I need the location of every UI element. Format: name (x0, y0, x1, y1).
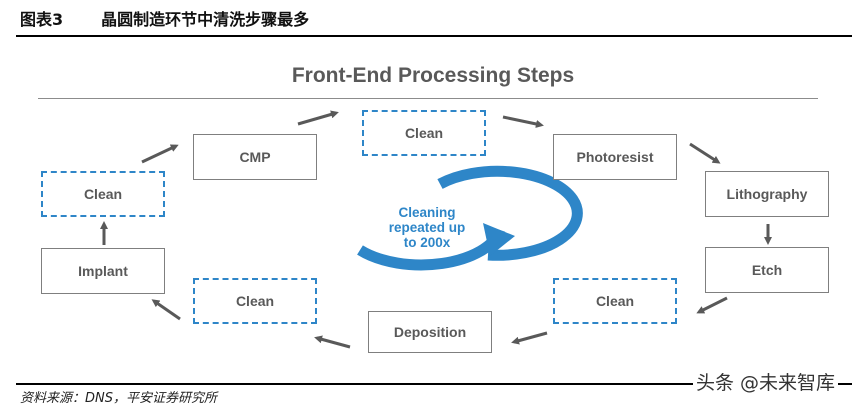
arrow-clean-to-implant (151, 299, 181, 321)
step-photoresist: Photoresist (553, 134, 677, 180)
arrow-clean-to-cmp (141, 144, 179, 164)
step-clean-left: Clean (41, 171, 165, 217)
diagram-title: Front-End Processing Steps (291, 64, 575, 87)
step-clean-top: Clean (362, 110, 486, 156)
arrow-deposition-to-clean (314, 335, 351, 349)
figure-label: 图表3 (20, 10, 64, 29)
arrow-clean-to-deposition (511, 331, 548, 345)
step-deposition: Deposition (368, 311, 492, 353)
step-lithography: Lithography (705, 171, 829, 217)
figure-title-text: 晶圆制造环节中清洗步骤最多 (101, 10, 310, 29)
watermark: 头条 @未来智库 (693, 368, 839, 395)
arrow-cmp-to-clean (297, 110, 339, 126)
bottom-divider (16, 383, 852, 385)
cycle-arrow-icon (357, 165, 583, 271)
arrow-photoresist-to-lithography (689, 142, 721, 164)
step-etch: Etch (705, 247, 829, 293)
step-clean-bottom-left: Clean (193, 278, 317, 324)
figure-title: 图表3 晶圆制造环节中清洗步骤最多 (20, 6, 309, 30)
diagram-title-divider (38, 98, 818, 99)
arrow-etch-to-clean (696, 296, 728, 314)
step-cmp: CMP (193, 134, 317, 180)
step-implant: Implant (41, 248, 165, 294)
step-clean-right: Clean (553, 278, 677, 324)
top-divider (16, 35, 852, 37)
cycle-caption: Cleaning repeated up to 200x (388, 205, 466, 250)
arrow-clean-to-photoresist (502, 115, 544, 128)
source-note: 资料来源：DNS，平安证券研究所 (20, 391, 217, 406)
